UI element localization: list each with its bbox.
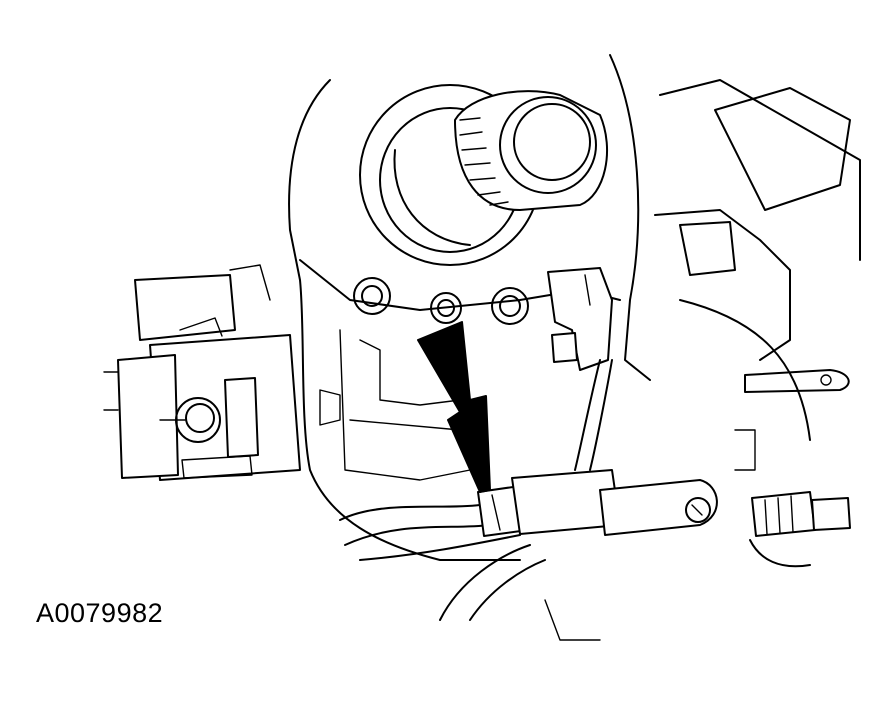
steering-shaft (359, 84, 608, 266)
mounting-bolts (353, 277, 529, 325)
ignition-switch-module (103, 264, 301, 481)
clockspring-housing (654, 79, 861, 471)
upper-connector (547, 267, 613, 371)
column-housing (288, 54, 651, 561)
side-plug (749, 491, 851, 568)
wire-harness (339, 359, 613, 641)
wiring-connector (477, 469, 718, 537)
figure-id-label: A0079982 (36, 598, 164, 628)
callout-arrow-icon (417, 321, 491, 493)
